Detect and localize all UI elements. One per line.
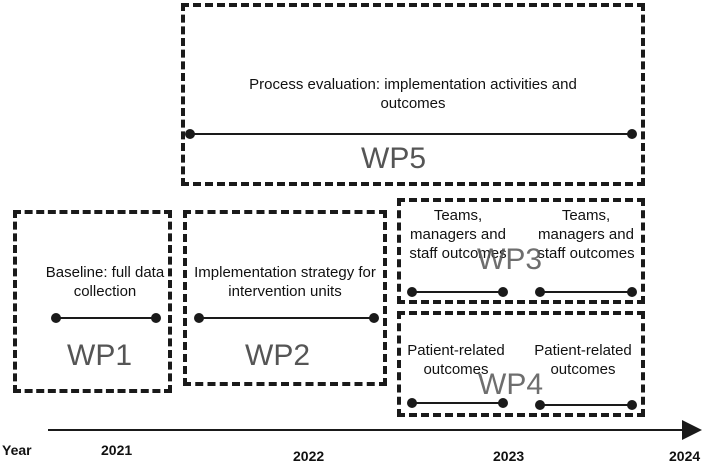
wp4-left-description: Patient-related outcomes	[407, 342, 505, 378]
year-label-2021: 2021	[101, 442, 133, 458]
wp2-label: WP2	[245, 339, 311, 372]
wp4-label: WP4	[478, 368, 544, 401]
wp3-right-description: Teams, managers and staff outcomes	[537, 207, 635, 262]
year-label-2023: 2023	[493, 448, 525, 464]
year-label-2022: 2022	[293, 448, 325, 464]
wp2-description: Implementation strategy for intervention…	[194, 264, 376, 300]
wp3-box	[397, 198, 645, 304]
wp1-description: Baseline: full data collection	[45, 264, 165, 300]
wp1-box	[13, 210, 172, 393]
wp1-label: WP1	[67, 339, 133, 372]
wp3-label: WP3	[477, 243, 543, 276]
wp5-box	[181, 3, 645, 186]
wp5-label: WP5	[361, 142, 427, 175]
wp2-box	[183, 210, 387, 386]
wp4-right-description: Patient-related outcomes	[534, 342, 632, 378]
year-label-2024: 2024	[669, 448, 701, 464]
timeline-axis-label: Year	[2, 442, 32, 458]
wp5-description: Process evaluation: implementation activ…	[249, 76, 577, 112]
wp3-left-description: Teams, managers and staff outcomes	[409, 207, 507, 262]
wp4-box	[397, 311, 645, 417]
